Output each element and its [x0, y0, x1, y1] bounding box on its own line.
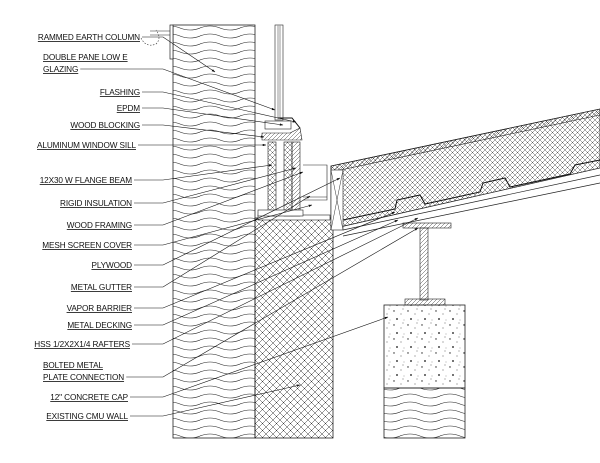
callout-aluminum-window-sill: ALUMINUM WINDOW SILL [37, 141, 137, 150]
callout-labels: RAMMED EARTH COLUMN DOUBLE PANE LOW E GLAZ… [34, 29, 160, 421]
leader-line-existing-cmu-wall [130, 384, 301, 417]
callout-label-text: METAL DECKING [67, 321, 132, 330]
leader-line-mesh-screen-cover [134, 204, 313, 246]
callout-rigid-insulation: RIGID INSULATION [60, 199, 132, 208]
leader-line-double-pane-glazing [80, 68, 276, 111]
leader-line-flashing [142, 91, 297, 123]
callout-label-text: BOLTED METAL [43, 361, 103, 370]
steel-post-and-plate [402, 222, 452, 306]
callout-w-flange-beam: 12X30 W FLANGE BEAM [40, 176, 133, 185]
leader-line-concrete-cap [130, 316, 389, 398]
callout-label-text: RIGID INSULATION [60, 199, 132, 208]
callout-existing-cmu-wall: EXISTING CMU WALL [46, 412, 128, 421]
callout-hss-rafters: HSS 1/2X2X1/4 RAFTERS [34, 340, 130, 349]
glazing-section [274, 24, 284, 121]
callout-plywood: PLYWOOD [91, 261, 132, 270]
leader-line-bolted-plate-connection [126, 227, 419, 378]
callout-mesh-screen-cover: MESH SCREEN COVER [42, 241, 132, 250]
callout-label-text: GLAZING [43, 65, 78, 74]
leader-line-epdm [142, 107, 284, 126]
callout-bolted-plate-connection: BOLTED METAL PLATE CONNECTION [43, 361, 124, 382]
leader-line-hss-rafters [132, 217, 419, 345]
callout-epdm: EPDM [117, 104, 141, 113]
callout-label-text: 12X30 W FLANGE BEAM [40, 176, 133, 185]
leader-line-rammed-earth-column [142, 36, 216, 73]
leader-lines [80, 36, 419, 417]
callout-label-text: PLYWOOD [91, 261, 132, 270]
callout-label-text: DOUBLE PANE LOW E [43, 53, 128, 62]
cmu-wall-section [254, 214, 334, 439]
callout-label-text: 12" CONCRETE CAP [50, 393, 128, 402]
callout-concrete-cap: 12" CONCRETE CAP [50, 393, 128, 402]
callout-rammed-earth-column: RAMMED EARTH COLUMN [38, 33, 140, 42]
leader-line-wood-blocking [142, 124, 265, 138]
leader-line-metal-gutter [134, 195, 311, 288]
callout-flashing: FLASHING [100, 88, 140, 97]
callout-label-text: HSS 1/2X2X1/4 RAFTERS [34, 340, 130, 349]
callout-wood-blocking: WOOD BLOCKING [70, 121, 140, 130]
callout-metal-decking: METAL DECKING [67, 321, 132, 330]
revision-cloud [140, 29, 160, 46]
callout-label-text: METAL GUTTER [71, 283, 132, 292]
callout-label-text: WOOD BLOCKING [70, 121, 140, 130]
leader-line-w-flange-beam [134, 164, 273, 181]
callout-label-text: ALUMINUM WINDOW SILL [37, 141, 137, 150]
leader-line-wood-framing [134, 171, 304, 226]
w-flange-beam-section [257, 141, 304, 217]
top-bracket [150, 24, 174, 60]
window-sill-and-blocking [261, 117, 303, 141]
callout-label-text: FLASHING [100, 88, 140, 97]
leader-line-plywood [134, 177, 341, 266]
callout-double-pane-glazing: DOUBLE PANE LOW E GLAZING [43, 53, 128, 74]
callout-label-text: EPDM [117, 104, 141, 113]
callout-vapor-barrier: VAPOR BARRIER [67, 304, 133, 313]
callout-label-text: VAPOR BARRIER [67, 304, 133, 313]
roof-assembly [330, 108, 600, 237]
callout-metal-gutter: METAL GUTTER [71, 283, 132, 292]
concrete-cap-pier [383, 304, 466, 439]
callout-wood-framing: WOOD FRAMING [67, 221, 132, 230]
callout-label-text: RAMMED EARTH COLUMN [38, 33, 140, 42]
callout-label-text: WOOD FRAMING [67, 221, 132, 230]
callout-label-text: PLATE CONNECTION [43, 373, 124, 382]
leader-line-vapor-barrier [134, 211, 396, 309]
callout-label-text: EXISTING CMU WALL [46, 412, 128, 421]
leader-line-rigid-insulation [134, 167, 297, 204]
leader-line-metal-decking [134, 219, 399, 326]
callout-label-text: MESH SCREEN COVER [42, 241, 132, 250]
